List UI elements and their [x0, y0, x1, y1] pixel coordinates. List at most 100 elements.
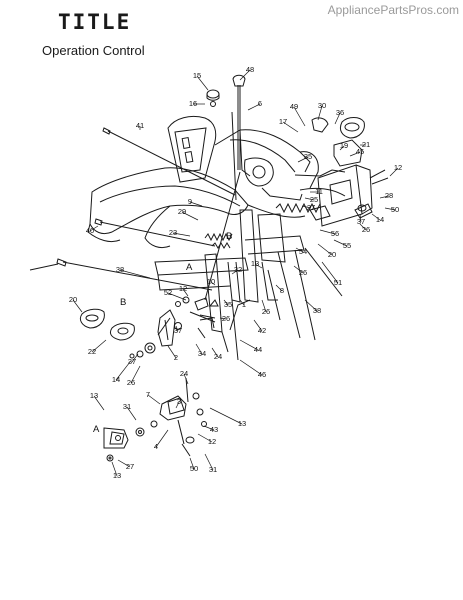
leader-line-c43	[203, 425, 215, 431]
leader-line-c34	[195, 343, 203, 355]
leader-line-c13b	[93, 395, 105, 411]
leader-line-c46	[239, 359, 263, 376]
callout-c14a: 14	[376, 215, 384, 224]
callout-c54: 54	[299, 247, 307, 256]
leader-line-c12c	[197, 433, 213, 443]
leader-line-c10	[210, 281, 216, 286]
leader-line-c13c	[209, 407, 243, 425]
page-subtitle: Operation Control	[42, 43, 145, 58]
callout-c10: 10	[207, 277, 215, 286]
leader-line-c30	[317, 105, 323, 121]
callout-c15: 15	[193, 71, 201, 80]
leader-line-c14b	[115, 361, 131, 381]
leader-line-c51	[321, 261, 339, 284]
callout-c21: 21	[362, 140, 370, 149]
callout-c22: 22	[88, 347, 96, 356]
callout-c13b: 13	[90, 391, 98, 400]
callout-c43: 43	[210, 425, 218, 434]
callout-c3: 3	[177, 397, 181, 406]
leader-line-c2	[167, 345, 177, 359]
callout-c27b: 27	[126, 462, 134, 471]
leader-line-c49	[293, 106, 306, 127]
callout-c26b: 26	[299, 268, 307, 277]
leader-line-c42	[253, 319, 263, 332]
callout-c17: 17	[279, 117, 287, 126]
callout-c35a: 35	[304, 152, 312, 161]
callout-c12b: 12	[179, 284, 187, 293]
callout-c52: 52	[164, 288, 172, 297]
leader-line-c25	[304, 197, 315, 201]
leader-line-c12a	[389, 167, 399, 177]
view-marker-vB1: B	[120, 297, 126, 308]
knob-parts	[206, 74, 246, 107]
leader-line-c9	[189, 201, 203, 207]
callout-c31b: 31	[209, 465, 217, 474]
callout-c1: 1	[242, 300, 246, 309]
callout-c44: 44	[254, 345, 262, 354]
leader-line-c50b	[189, 457, 195, 470]
leader-line-c14a	[371, 213, 381, 221]
callout-c6: 6	[258, 99, 262, 108]
leader-line-c50a	[384, 207, 396, 211]
leader-line-c38a	[119, 269, 151, 279]
callout-c23: 23	[169, 228, 177, 237]
leader-line-c45	[349, 151, 361, 157]
leader-line-c55	[333, 239, 348, 247]
leader-lines	[72, 69, 399, 477]
bottom-linkage	[103, 377, 207, 462]
callout-c12a: 12	[394, 163, 402, 172]
callout-c37c: 37	[128, 357, 136, 366]
callout-c37a: 37	[357, 217, 365, 226]
leader-line-c13d	[111, 461, 118, 477]
leader-line-c1	[239, 299, 245, 306]
leader-line-c17	[282, 121, 299, 133]
leader-line-c26c	[261, 299, 267, 313]
callout-c38b: 38	[313, 306, 321, 315]
callout-c56: 56	[331, 229, 339, 238]
callout-c49: 49	[290, 102, 298, 111]
leader-line-c24a	[211, 347, 219, 358]
callout-c35b: 35	[224, 300, 232, 309]
leader-line-c26d	[219, 317, 227, 320]
page-title: TITLE	[58, 10, 132, 34]
callout-c9: 9	[188, 197, 192, 206]
callout-c42: 42	[258, 326, 266, 335]
callout-c16: 16	[189, 99, 197, 108]
watermark: AppliancePartsPros.com	[327, 3, 459, 17]
leader-line-c6	[247, 103, 261, 111]
leader-line-c19	[339, 145, 345, 151]
leader-line-c28	[379, 195, 390, 199]
leader-line-c37a	[359, 213, 362, 223]
callout-c13c: 13	[238, 419, 246, 428]
callout-c50b: 50	[190, 464, 198, 473]
leader-line-c23	[172, 232, 191, 237]
callout-c26e: 26	[127, 378, 135, 387]
leader-line-c40	[89, 225, 99, 232]
callout-c27a: 27	[307, 203, 315, 212]
leader-line-c48	[239, 69, 251, 81]
leader-line-c44	[239, 339, 259, 351]
callout-c13d: 13	[113, 471, 121, 480]
callout-c46: 46	[258, 370, 266, 379]
callout-c50a: 50	[391, 205, 399, 214]
leader-line-c38b	[304, 299, 318, 312]
leader-line-c31b	[204, 453, 214, 471]
leader-line-c4	[155, 429, 169, 448]
callout-c48: 48	[246, 65, 254, 74]
leader-line-c35a	[297, 156, 309, 163]
callout-c34: 34	[198, 349, 206, 358]
right-bracket-assembly	[309, 117, 389, 227]
leader-line-c52	[167, 292, 187, 301]
view-marker-vA1: A	[186, 262, 193, 273]
callout-c26a: 26	[362, 225, 370, 234]
view-marker-vA2: A	[93, 424, 100, 435]
callout-c14b: 14	[112, 375, 120, 384]
callout-c26c: 26	[262, 307, 270, 316]
leader-line-c15	[196, 75, 209, 91]
callout-c29: 29	[178, 207, 186, 216]
leader-line-c32	[231, 269, 239, 275]
leader-line-c54	[295, 247, 304, 253]
leader-line-c7	[147, 394, 161, 405]
